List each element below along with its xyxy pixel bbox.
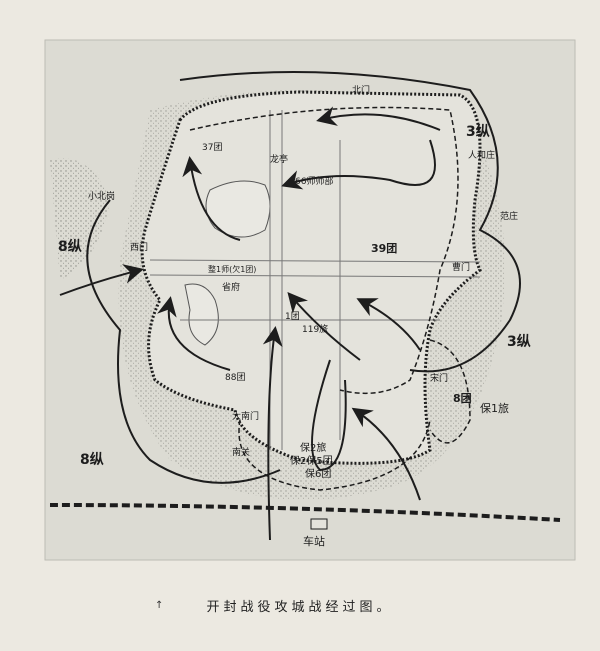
- label-col3-east: 3纵: [507, 334, 531, 350]
- pond: [184, 283, 219, 346]
- label-reg8: 8团: [453, 392, 472, 405]
- label-col8-south: 8纵: [80, 452, 104, 468]
- label-nanguan: 南关: [232, 448, 251, 458]
- label-div66-hq: 66师师部: [295, 177, 334, 187]
- label-reg39: 39团: [371, 242, 398, 255]
- label-reg37: 37团: [202, 143, 223, 153]
- label-bao2: 保2旅: [300, 443, 327, 454]
- north-arrow-mark: ↑: [155, 600, 163, 611]
- label-station: 车站: [303, 535, 325, 548]
- label-bao1: 保1旅: [480, 402, 509, 415]
- label-reg1: 1团: [285, 312, 300, 322]
- label-north-gate: 北门: [352, 86, 371, 96]
- label-west-gate: 西门: [130, 243, 149, 253]
- label-reg88: 88团: [225, 373, 246, 383]
- label-brig119: 119旅: [302, 325, 329, 335]
- label-fanzhuang: 范庄: [500, 212, 519, 222]
- label-south-gate: 大南门: [232, 412, 260, 422]
- label-bao2-bao5: 保2保5团: [290, 456, 333, 467]
- terrain-stipple-west: [50, 158, 110, 280]
- defense-lines: [189, 106, 471, 491]
- station-building: [310, 518, 328, 530]
- label-longting: 龙亭: [270, 155, 289, 165]
- label-renhe: 人和庄: [468, 151, 496, 161]
- label-provincial-gov: 省府: [222, 283, 241, 293]
- label-col8-west: 8纵: [58, 239, 82, 255]
- label-bao6: 保6团: [305, 469, 332, 480]
- map-caption: 开封战役攻城战经过图。: [206, 600, 394, 615]
- label-col3-top: 3纵: [466, 124, 490, 140]
- railway: [49, 503, 561, 522]
- lake: [205, 180, 271, 238]
- label-cao-gate: 曹门: [452, 263, 471, 273]
- label-xiaobeigang: 小北岗: [88, 192, 116, 202]
- label-zheng1-div: 整1师(欠1团): [208, 265, 257, 274]
- label-song-gate: 宋门: [430, 374, 449, 384]
